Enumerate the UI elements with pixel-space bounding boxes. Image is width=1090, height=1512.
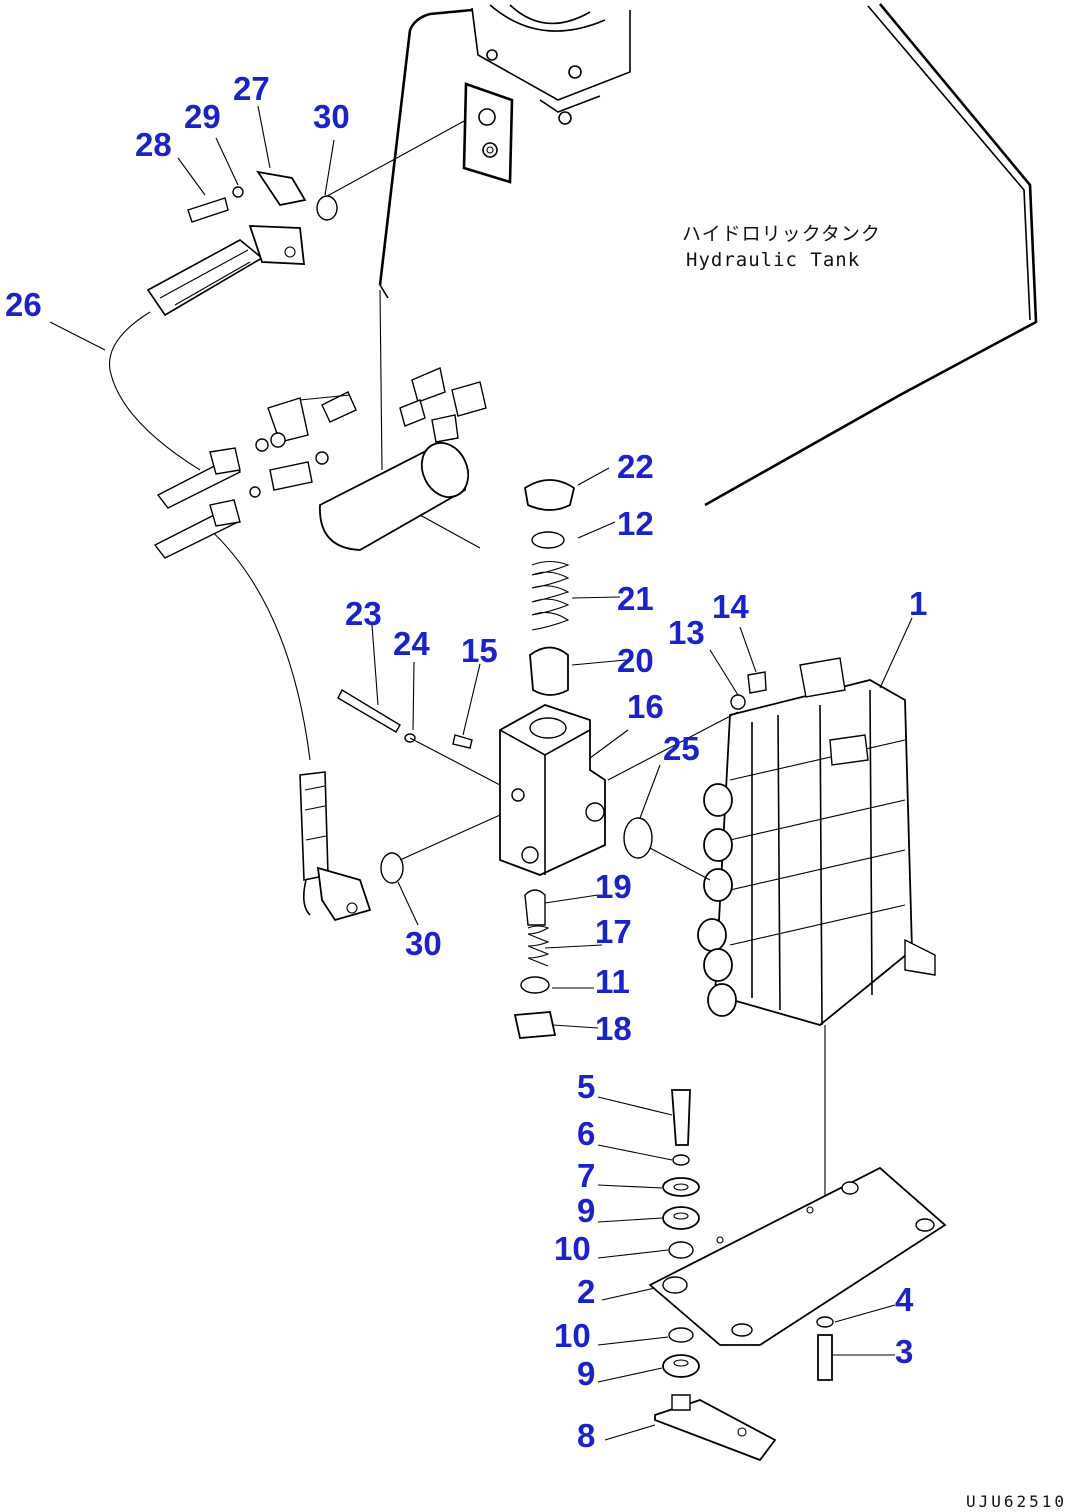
callout-19: 19 <box>595 868 632 905</box>
callout-10-upper: 10 <box>554 1230 591 1267</box>
callout-9-upper: 9 <box>577 1192 595 1229</box>
hose-assembly <box>108 225 372 922</box>
callout-5: 5 <box>577 1068 595 1105</box>
callout-21: 21 <box>617 580 654 617</box>
callout-2: 2 <box>577 1273 595 1310</box>
callout-12: 12 <box>617 505 654 542</box>
callout-24: 24 <box>393 625 430 662</box>
callout-4: 4 <box>895 1281 914 1318</box>
callout-30-lower: 30 <box>405 925 442 962</box>
callout-23: 23 <box>345 595 382 632</box>
callout-15: 15 <box>461 632 498 669</box>
callout-9-lower: 9 <box>577 1355 595 1392</box>
leader-lines <box>49 105 913 1441</box>
mounting-plate <box>648 1166 947 1346</box>
callout-16: 16 <box>627 688 664 725</box>
callout-labels: 26 28 29 27 30 22 12 21 20 23 24 15 16 2… <box>5 70 927 1454</box>
callout-6: 6 <box>577 1115 595 1152</box>
filter-and-fittings <box>249 289 487 551</box>
callout-18: 18 <box>595 1010 632 1047</box>
bolt-and-washers <box>654 1089 834 1462</box>
tank-label-english: Hydraulic Tank <box>686 249 860 271</box>
callout-30-upper: 30 <box>313 98 350 135</box>
control-valve-assembly <box>697 657 936 1278</box>
callout-3: 3 <box>895 1333 913 1370</box>
callout-10-lower: 10 <box>554 1317 591 1354</box>
callout-26: 26 <box>5 286 42 323</box>
drawing-number: UJU62510 <box>966 1492 1067 1511</box>
callout-1: 1 <box>909 585 927 622</box>
callout-8: 8 <box>577 1417 595 1454</box>
callout-25: 25 <box>663 730 700 767</box>
tank-label-japanese: ハイドロリックタンク <box>682 223 881 245</box>
callout-22: 22 <box>617 448 654 485</box>
hydraulic-tank <box>319 3 1038 507</box>
callout-20: 20 <box>617 642 654 679</box>
callout-27: 27 <box>233 70 270 107</box>
callout-14: 14 <box>712 588 749 625</box>
relief-valve-block <box>337 479 739 1039</box>
callout-29: 29 <box>184 98 221 135</box>
callout-7: 7 <box>577 1157 595 1194</box>
callout-17: 17 <box>595 913 632 950</box>
callout-28: 28 <box>135 126 172 163</box>
callout-13: 13 <box>668 614 705 651</box>
clamp-parts <box>187 170 338 223</box>
callout-11: 11 <box>595 963 630 1000</box>
